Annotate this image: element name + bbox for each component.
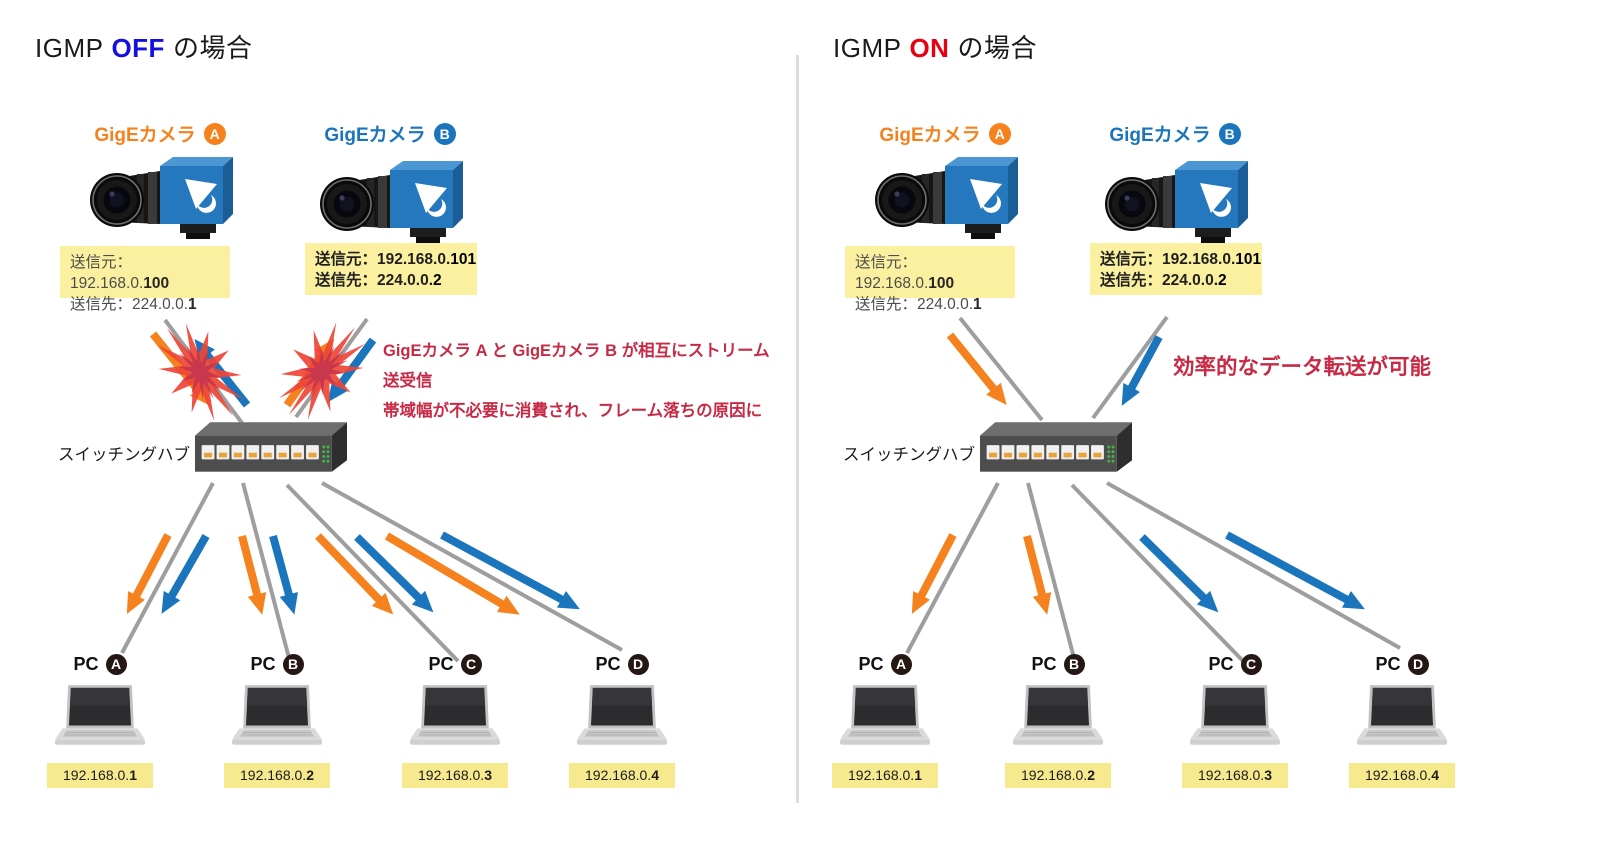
camera-b-address-label: 送信元：192.168.0.101 送信先：224.0.0.2 (1090, 243, 1262, 295)
switching-hub-label: スイッチングハブ (58, 446, 190, 464)
camera-b-badge: B (433, 122, 456, 145)
camera-a-address-label: 送信元：192.168.0.100 送信先：224.0.0.1 (845, 246, 1015, 313)
laptop-icon (408, 684, 502, 752)
camera-b-badge: B (1218, 122, 1241, 145)
laptop-icon (575, 684, 669, 752)
pc-d-ip-label: 192.168.0.4 (569, 763, 675, 788)
collision-annotation: GigEカメラ A と GigEカメラ B が相互にストリーム送受信 帯域幅が不… (383, 342, 770, 420)
camera-a-badge: A (988, 122, 1011, 145)
switching-hub-label: スイッチングハブ (843, 446, 975, 464)
camera-a-badge: A (203, 122, 226, 145)
igmp-off-mode-text: OFF (111, 33, 165, 63)
switching-hub-icon (980, 420, 1132, 474)
laptop-icon (1188, 684, 1282, 752)
camera-b-title: GigEカメラ B (1065, 120, 1285, 147)
pc-b-ip-label: 192.168.0.2 (1005, 763, 1111, 788)
pc-d-badge: D (1407, 653, 1429, 675)
laptop-icon (230, 684, 324, 752)
camera-icon (85, 152, 235, 244)
laptop-icon (53, 684, 147, 752)
pc-c-badge: C (460, 653, 482, 675)
camera-a-address-label: 送信元：192.168.0.100 送信先：224.0.0.1 (60, 246, 230, 313)
pc-d-badge: D (627, 653, 649, 675)
camera-icon (1100, 156, 1250, 248)
pc-c-ip-label: 192.168.0.3 (402, 763, 508, 788)
pc-a-ip-label: 192.168.0.1 (47, 763, 153, 788)
camera-b-title: GigEカメラ B (280, 120, 500, 147)
pc-a-badge: A (105, 653, 127, 675)
pc-c-ip-label: 192.168.0.3 (1182, 763, 1288, 788)
camera-icon (315, 156, 465, 248)
efficiency-annotation: 効率的なデータ転送が可能 (1173, 355, 1432, 379)
laptop-icon (1011, 684, 1105, 752)
pc-a-ip-label: 192.168.0.1 (832, 763, 938, 788)
igmp-on-mode-text: ON (909, 33, 950, 63)
laptop-icon (838, 684, 932, 752)
camera-a-title: GigEカメラ A (835, 120, 1055, 147)
camera-a-title: GigEカメラ A (50, 120, 270, 147)
pc-a-badge: A (890, 653, 912, 675)
pc-d-ip-label: 192.168.0.4 (1349, 763, 1455, 788)
camera-icon (870, 152, 1020, 244)
pc-b-ip-label: 192.168.0.2 (224, 763, 330, 788)
pc-b-badge: B (1063, 653, 1085, 675)
switching-hub-icon (195, 420, 347, 474)
laptop-icon (1355, 684, 1449, 752)
pc-b-badge: B (282, 653, 304, 675)
panel-divider (796, 55, 799, 803)
camera-b-address-label: 送信元：192.168.0.101 送信先：224.0.0.2 (305, 243, 477, 295)
pc-c-badge: C (1240, 653, 1262, 675)
